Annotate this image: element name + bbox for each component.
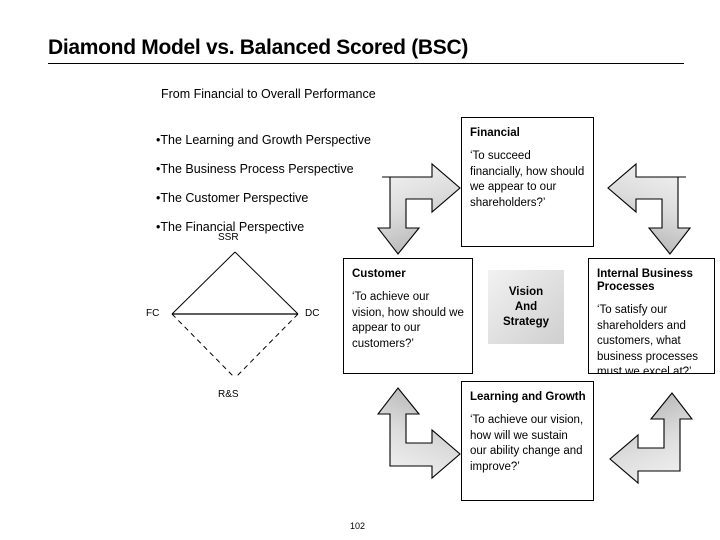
list-item: •The Customer Perspective bbox=[156, 191, 456, 206]
bullet-marker-icon: • bbox=[156, 162, 161, 176]
list-item-label: The Customer Perspective bbox=[160, 191, 309, 205]
page-number: 102 bbox=[350, 521, 366, 531]
title-underline bbox=[48, 63, 684, 64]
diamond-label-fc: FC bbox=[146, 308, 160, 319]
list-item: •The Learning and Growth Perspective bbox=[156, 133, 456, 148]
list-item-label: The Business Process Perspective bbox=[160, 162, 354, 176]
vision-line-1: Vision bbox=[508, 285, 544, 298]
list-item-label: The Learning and Growth Perspective bbox=[160, 133, 371, 147]
bsc-box-body: ‘To succeed financially, how should we a… bbox=[470, 150, 585, 209]
bsc-box-title: Financial bbox=[470, 127, 520, 139]
vision-and-strategy-box[interactable]: Vision And Strategy bbox=[488, 270, 564, 344]
diamond-shape-icon bbox=[171, 251, 299, 379]
bsc-box-body: ‘To achieve our vision, how will we sust… bbox=[470, 414, 584, 473]
page-title: Diamond Model vs. Balanced Scored (BSC) bbox=[48, 36, 469, 59]
arrow-right-down-icon bbox=[377, 162, 467, 257]
vision-line-2: And bbox=[514, 300, 538, 313]
arrow-up-left-icon bbox=[600, 391, 695, 486]
bsc-box-internal-business-processes[interactable]: Internal Business Processes ‘To satisfy … bbox=[588, 258, 715, 374]
bsc-box-customer[interactable]: Customer ‘To achieve our vision, how sho… bbox=[343, 258, 473, 374]
vision-line-3: Strategy bbox=[502, 315, 550, 328]
bsc-box-title: Learning and Growth bbox=[470, 391, 586, 403]
diamond-model-diagram: SSR FC DC R&S bbox=[130, 232, 350, 412]
bsc-box-body: ‘To achieve our vision, how should we ap… bbox=[352, 291, 464, 350]
bullet-marker-icon: • bbox=[156, 220, 161, 234]
bullet-marker-icon: • bbox=[156, 191, 161, 205]
slide-subtitle: From Financial to Overall Performance bbox=[161, 87, 376, 101]
bsc-box-learning-and-growth[interactable]: Learning and Growth ‘To achieve our visi… bbox=[461, 381, 594, 501]
bsc-box-financial[interactable]: Financial ‘To succeed financially, how s… bbox=[461, 117, 594, 247]
diamond-label-dc: DC bbox=[305, 308, 320, 319]
arrow-up-right-icon bbox=[377, 386, 467, 481]
diamond-label-rs: R&S bbox=[218, 389, 239, 400]
bullet-marker-icon: • bbox=[156, 133, 161, 147]
vision-and-strategy-label: Vision And Strategy bbox=[503, 285, 549, 330]
arrow-left-down-icon bbox=[604, 162, 696, 257]
list-item: •The Financial Perspective bbox=[156, 220, 456, 235]
perspectives-list: •The Learning and Growth Perspective •Th… bbox=[156, 133, 456, 249]
list-item-label: The Financial Perspective bbox=[160, 220, 305, 234]
bsc-box-title: Customer bbox=[352, 268, 406, 280]
list-item: •The Business Process Perspective bbox=[156, 162, 456, 177]
diamond-label-ssr: SSR bbox=[218, 232, 239, 243]
bsc-box-title: Internal Business Processes bbox=[597, 268, 693, 293]
bsc-box-body: ‘To satisfy our shareholders and custome… bbox=[597, 304, 698, 374]
